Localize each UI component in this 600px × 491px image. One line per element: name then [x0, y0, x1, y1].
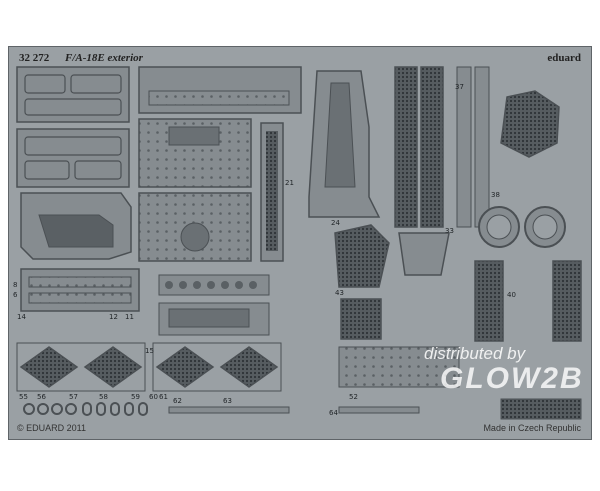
- part-number: 64: [329, 409, 338, 417]
- part-small-rings: [23, 402, 148, 416]
- copyright-text: © EDUARD 2011: [17, 423, 86, 433]
- part-number: 52: [349, 393, 358, 401]
- part-tall-strip-left: [260, 122, 284, 262]
- part-number: 15: [145, 347, 154, 355]
- part-number: 43: [335, 289, 344, 297]
- part-number: 56: [37, 393, 46, 401]
- part-thin-strips: [168, 346, 582, 420]
- part-panel-grid-a: [138, 118, 252, 188]
- part-number: 38: [491, 191, 500, 199]
- part-number: 57: [69, 393, 78, 401]
- part-hex-grill: [500, 90, 560, 158]
- part-number: 6: [13, 291, 18, 299]
- part-number: 12: [109, 313, 118, 321]
- watermark-distributed-by: distributed by: [424, 344, 526, 363]
- part-number: 37: [455, 83, 464, 91]
- part-number: 61: [159, 393, 168, 401]
- part-number-labels: 55 56 57 58 59 60 61 62 63 64 15 14 12 1…: [13, 83, 516, 417]
- part-access-panel-2: [16, 128, 130, 188]
- part-number: 60: [149, 393, 158, 401]
- part-fuselage-spine: [308, 70, 381, 218]
- fret-parts-drawing: 55 56 57 58 59 60 61 62 63 64 15 14 12 1…: [13, 66, 582, 420]
- part-mesh-blocks: [334, 224, 582, 342]
- part-number: 40: [507, 291, 516, 299]
- part-number: 21: [285, 179, 294, 187]
- part-diamond-grills: [16, 342, 282, 392]
- part-intake-frame: [20, 192, 132, 260]
- part-number: 62: [173, 397, 182, 405]
- photo-etch-fret: 55 56 57 58 59 60 61 62 63 64 15 14 12 1…: [8, 46, 592, 440]
- part-number: 24: [331, 219, 340, 227]
- part-bolt-row: [158, 274, 270, 336]
- fret-title: F/A-18E exterior: [65, 52, 143, 64]
- brand-name: eduard: [547, 52, 581, 64]
- watermark-logo-text: GLOW2B: [440, 362, 584, 395]
- part-number: 63: [223, 397, 232, 405]
- fret-code: 32 272: [19, 52, 50, 64]
- part-access-panel-1: [16, 66, 130, 123]
- part-number: 55: [19, 393, 28, 401]
- part-grill-columns: [394, 66, 490, 228]
- part-number: 8: [13, 281, 17, 289]
- origin-text: Made in Czech Republic: [483, 423, 581, 433]
- part-number: 11: [125, 313, 134, 321]
- part-number: 58: [99, 393, 108, 401]
- part-ring-pair: [478, 206, 566, 248]
- part-top-panel: [138, 66, 302, 114]
- part-number: 33: [445, 227, 454, 235]
- part-number: 14: [17, 313, 26, 321]
- part-long-strip: [20, 268, 140, 312]
- part-panel-grid-b: [138, 192, 252, 262]
- part-number: 59: [131, 393, 140, 401]
